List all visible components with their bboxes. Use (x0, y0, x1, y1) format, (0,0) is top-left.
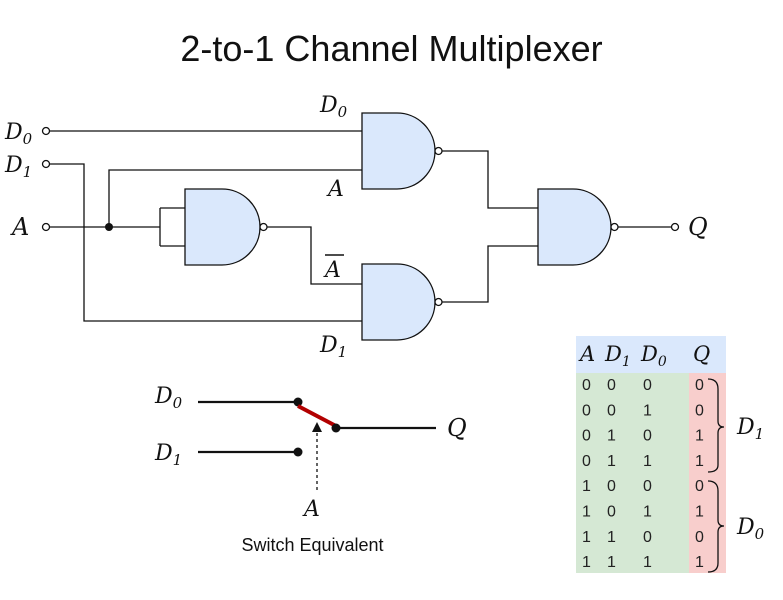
table-cell: 0 (695, 402, 704, 419)
terminal-q (670, 222, 680, 232)
table-cell: 1 (582, 554, 591, 571)
table-cell: 1 (695, 453, 704, 470)
table-header-row: A D1 D0 Q (578, 342, 710, 370)
table-cell: 0 (695, 529, 704, 546)
table-cell: 0 (643, 428, 652, 445)
brace-lower (707, 480, 725, 573)
wires (50, 130, 671, 322)
table-cell: 1 (582, 504, 591, 521)
nand-gate-output (537, 188, 619, 266)
table-cell: 0 (582, 428, 591, 445)
switch-label-d0: D0 (154, 384, 183, 412)
brace-label-d1: D1 (736, 415, 764, 443)
nand-gate-lower (361, 263, 443, 341)
switch-label-d1: D1 (154, 441, 182, 469)
table-cell: 1 (643, 402, 652, 419)
table-cell: 1 (607, 554, 616, 571)
table-cell: 0 (607, 377, 616, 394)
gate-label-a: A (326, 177, 344, 202)
gate-label-d1: D1 (319, 333, 347, 361)
table-header-bg (576, 336, 726, 373)
table-cell: 1 (582, 529, 591, 546)
nand-gate-upper (361, 112, 443, 190)
switch-arm (297, 404, 337, 428)
brace-upper (707, 378, 725, 473)
nand-inverter (184, 188, 268, 266)
table-cell: 1 (695, 428, 704, 445)
table-cell: 0 (582, 377, 591, 394)
switch-label-q: Q (447, 414, 467, 442)
table-cell: 0 (582, 402, 591, 419)
input-label-a: A (10, 213, 29, 241)
table-cell: 1 (643, 504, 652, 521)
table-cell: 1 (607, 529, 616, 546)
table-header-cell: A (578, 342, 595, 366)
table-cell: 1 (643, 453, 652, 470)
table-cell: 1 (695, 554, 704, 571)
table-cell: 0 (643, 377, 652, 394)
diagram-title: 2-to-1 Channel Multiplexer (180, 28, 603, 69)
table-cell: 0 (695, 478, 704, 495)
table-cell: 1 (582, 478, 591, 495)
table-cell: 1 (695, 504, 704, 521)
table-cell: 1 (643, 554, 652, 571)
output-label-q: Q (688, 213, 708, 241)
table-header-cell: D0 (640, 342, 667, 370)
table-header-cell: D1 (604, 342, 631, 370)
table-cell: 0 (607, 478, 616, 495)
input-label-d1: D1 (4, 153, 32, 181)
table-cell: 0 (643, 478, 652, 495)
gate-label-a-bar: A (323, 254, 344, 283)
table-cell: 0 (582, 453, 591, 470)
junction-dot (105, 223, 113, 231)
table-cell: 0 (607, 402, 616, 419)
svg-text:A: A (323, 258, 341, 283)
table-cell: 1 (607, 453, 616, 470)
table-cell: 0 (607, 504, 616, 521)
switch-caption: Switch Equivalent (241, 535, 384, 555)
table-inputs-bg (576, 373, 689, 573)
gate-label-d0: D0 (319, 93, 348, 121)
arrow-head-icon (312, 422, 322, 432)
table-cell: 0 (695, 377, 704, 394)
switch-label-a: A (302, 497, 320, 522)
table-header-cell: Q (693, 342, 710, 366)
table-cell: 1 (607, 428, 616, 445)
terminal-d0 (41, 126, 51, 136)
switch-equivalent: D0 D1 Q A (154, 384, 467, 522)
terminal-a (41, 222, 51, 232)
table-output-bg (689, 373, 726, 573)
brace-label-d0: D0 (736, 515, 765, 543)
input-label-d0: D0 (4, 120, 33, 148)
table-cell: 0 (643, 529, 652, 546)
terminal-d1 (41, 159, 51, 169)
